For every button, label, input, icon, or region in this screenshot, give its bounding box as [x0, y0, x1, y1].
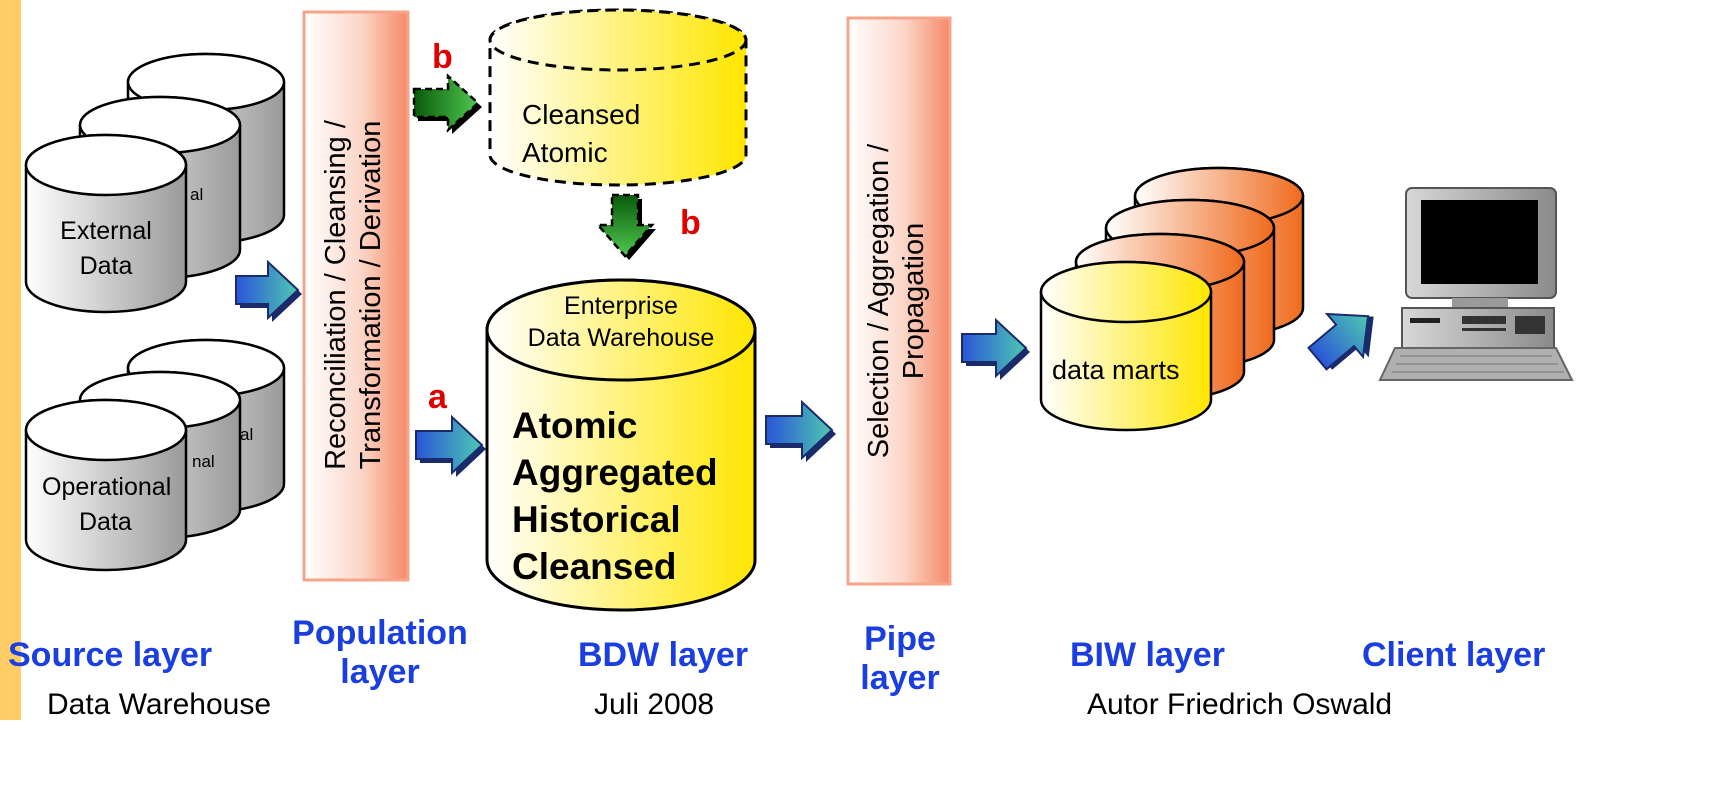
pipe-process-text: Selection / Aggregation / Propagation [862, 21, 936, 581]
cylinder-front [24, 133, 188, 314]
pipe-layer-line1: Pipe [864, 620, 936, 658]
cleansed-line1: Cleansed [522, 99, 641, 130]
operational-behind-label-1: al [240, 425, 254, 444]
footer-right: Autor Friedrich Oswald [1087, 688, 1393, 721]
arrow-source-to-population [235, 259, 302, 322]
client-layer-label: Client layer [1362, 636, 1546, 674]
cylinder-front [1039, 260, 1213, 432]
population-layer-line1: Population [292, 614, 468, 652]
population-process-text: Reconciliation / Cleansing / Transformat… [319, 15, 393, 575]
arrow-pipe-to-datamarts [961, 317, 1030, 380]
edw-body-line: Historical [512, 499, 681, 540]
cleansed-atomic-label: Cleansed Atomic [522, 96, 640, 172]
cleansed-atomic-cylinder [488, 8, 748, 187]
edw-body-line: Atomic [512, 405, 638, 446]
operational-data-line1: Operational [42, 473, 172, 501]
edw-top-label: Enterprise Data Warehouse [487, 290, 755, 354]
external-behind-label: al [190, 185, 204, 204]
edw-top-line2: Data Warehouse [527, 324, 715, 352]
pipe-layer-line2: layer [860, 659, 940, 697]
cylinder-front [24, 398, 188, 572]
pipe-box [846, 16, 952, 586]
pipe-text-line2: Propagation [898, 222, 930, 380]
data-marts-stack [1039, 166, 1305, 432]
population-box [302, 10, 410, 582]
population-text-line1: Reconciliation / Cleansing / [320, 120, 352, 470]
arrow-cleansed-to-edw [595, 193, 656, 260]
operational-data-label: Operational Data [36, 470, 196, 540]
arrow-datamarts-to-client [1307, 312, 1374, 371]
edw-top-line1: Enterprise [564, 292, 678, 320]
operational-data-line2: Data [79, 508, 132, 536]
operational-data-stack [24, 338, 286, 572]
marker-b-top: b [432, 38, 453, 76]
footer-center: Juli 2008 [594, 688, 715, 721]
pipe-text-line1: Selection / Aggregation / [863, 143, 895, 459]
population-layer-line2: layer [340, 653, 420, 691]
external-data-stack [24, 52, 286, 314]
arrow-edw-to-pipe [765, 399, 836, 462]
population-layer-label: Population layer [282, 614, 478, 692]
external-data-label: External Data [36, 214, 176, 284]
marker-a: a [428, 378, 447, 416]
marker-b-down: b [680, 204, 701, 242]
left-accent-bar [0, 0, 21, 720]
desktop-computer-icon [1378, 187, 1574, 381]
biw-layer-label: BIW layer [1070, 636, 1225, 674]
data-marts-label: data marts [1052, 355, 1180, 385]
external-data-line2: Data [79, 252, 133, 280]
edw-body-line: Aggregated [512, 452, 718, 493]
edw-body-line: Cleansed [512, 546, 677, 587]
enterprise-dwh-cylinder [485, 278, 757, 612]
bdw-layer-label: BDW layer [578, 636, 749, 674]
arrow-population-to-cleansed [412, 73, 482, 134]
source-layer-label: Source layer [8, 636, 213, 674]
footer-left: Data Warehouse [47, 688, 272, 721]
arrow-population-to-edw [415, 414, 486, 477]
operational-behind-label-2: nal [192, 452, 215, 471]
pipe-layer-label: Pipe layer [840, 620, 960, 698]
external-data-line1: External [60, 217, 152, 245]
edw-body-label: Atomic Aggregated Historical Cleansed [512, 402, 718, 590]
cleansed-line2: Atomic [522, 137, 608, 168]
population-text-line2: Transformation / Derivation [355, 120, 387, 470]
